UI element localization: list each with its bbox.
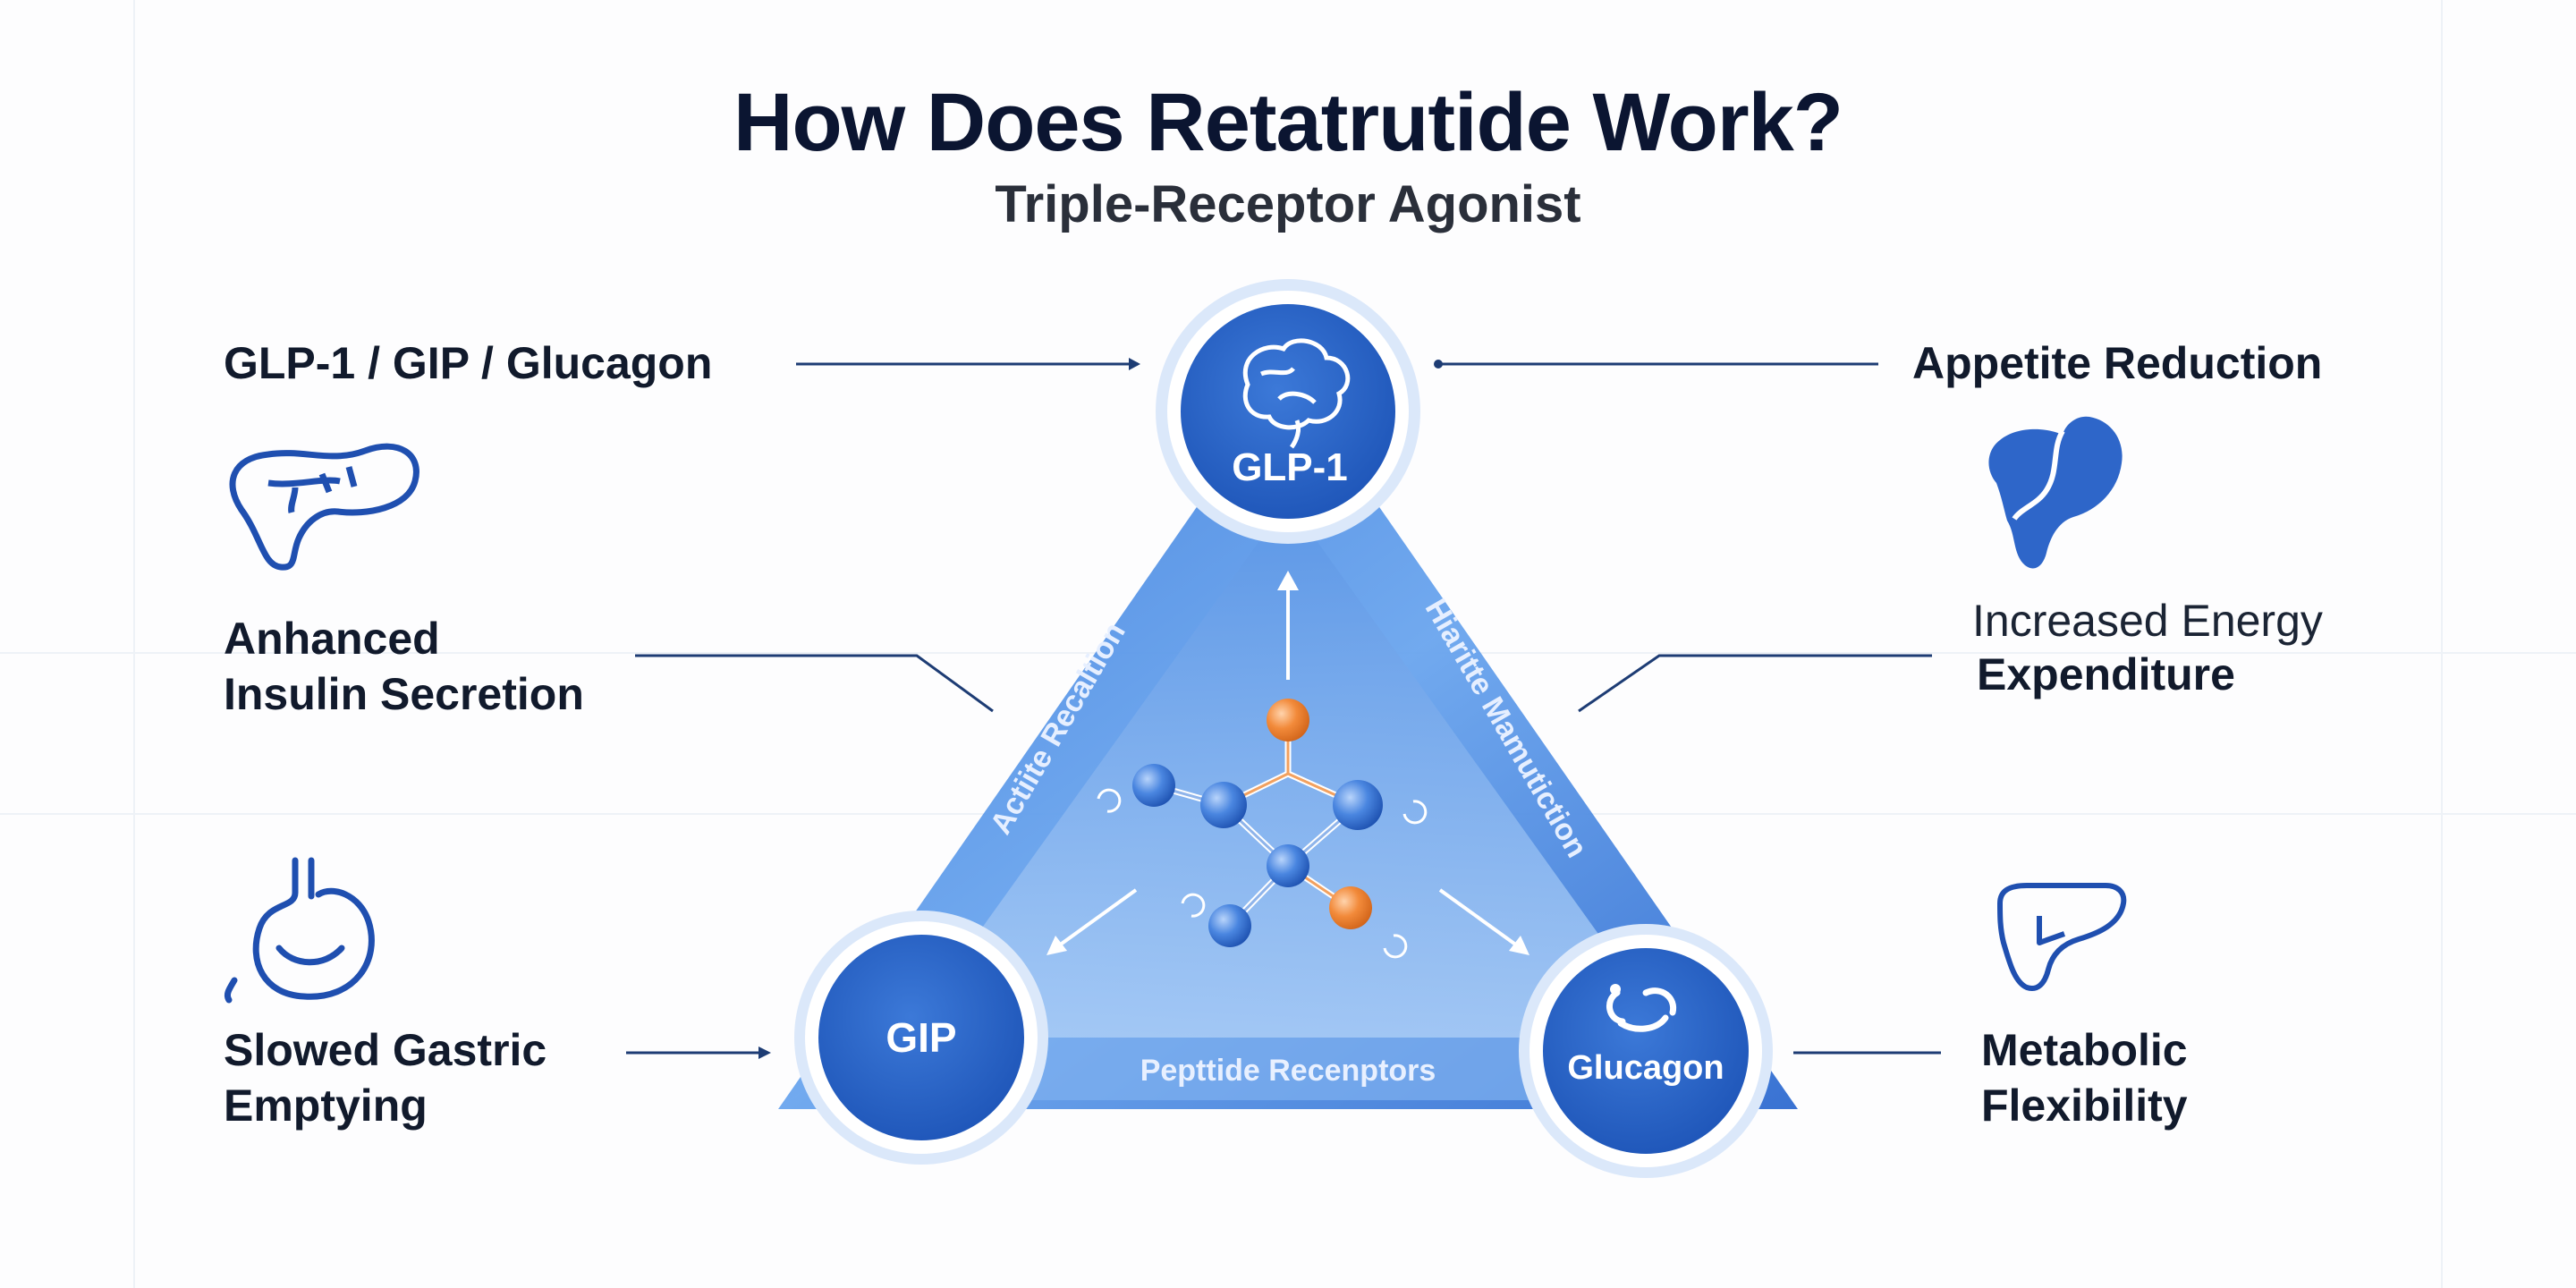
molecule-icon bbox=[1097, 699, 1428, 959]
label-insulin-line2: Insulin Secretion bbox=[224, 669, 584, 719]
page-title: How Does Retatrutide Work? bbox=[733, 77, 1843, 168]
liver-outline-icon bbox=[1997, 883, 2127, 991]
label-insulin-secretion: Anhanced Insulin Secretion bbox=[224, 611, 584, 722]
label-metabolic-line2: Flexibility bbox=[1981, 1080, 2188, 1131]
node-glp1-label: GLP-1 bbox=[1232, 445, 1348, 489]
label-appetite-reduction: Appetite Reduction bbox=[1912, 338, 2323, 388]
node-glucagon bbox=[1519, 924, 1773, 1178]
node-glucagon-label: Glucagon bbox=[1567, 1049, 1724, 1087]
label-receptors: GLP-1 / GIP / Glucagon bbox=[224, 338, 713, 388]
node-gip-label: GIP bbox=[886, 1014, 957, 1061]
stomach-icon bbox=[224, 857, 375, 1004]
node-glp1 bbox=[1156, 279, 1420, 544]
label-insulin-line1: Anhanced bbox=[224, 614, 440, 664]
label-metabolic-line1: Metabolic bbox=[1981, 1025, 2188, 1075]
inner-arrows bbox=[1046, 571, 1530, 955]
glucagon-symbol-icon bbox=[1606, 984, 1677, 1032]
label-gastric-emptying: Slowed Gastric Emptying bbox=[224, 1022, 547, 1133]
pancreas-icon bbox=[229, 443, 419, 571]
page-subtitle: Triple-Receptor Agonist bbox=[995, 175, 1581, 233]
label-metabolic-flexibility: Metabolic Flexibility bbox=[1981, 1022, 2188, 1133]
liver-icon bbox=[1988, 416, 2123, 569]
triangle-base-label: Pepttide Recenptors bbox=[1140, 1054, 1436, 1088]
label-gastric-line2: Emptying bbox=[224, 1080, 428, 1131]
connector-lines bbox=[626, 358, 1941, 1059]
brain-icon bbox=[1242, 338, 1351, 449]
label-energy-line2: Expenditure bbox=[1977, 649, 2235, 699]
connector-energy bbox=[1578, 654, 1932, 713]
label-gastric-line1: Slowed Gastric bbox=[224, 1025, 547, 1075]
connector-insulin bbox=[635, 654, 994, 713]
label-energy-line1: Increased Energy bbox=[1972, 596, 2323, 646]
node-gip bbox=[794, 911, 1048, 1165]
